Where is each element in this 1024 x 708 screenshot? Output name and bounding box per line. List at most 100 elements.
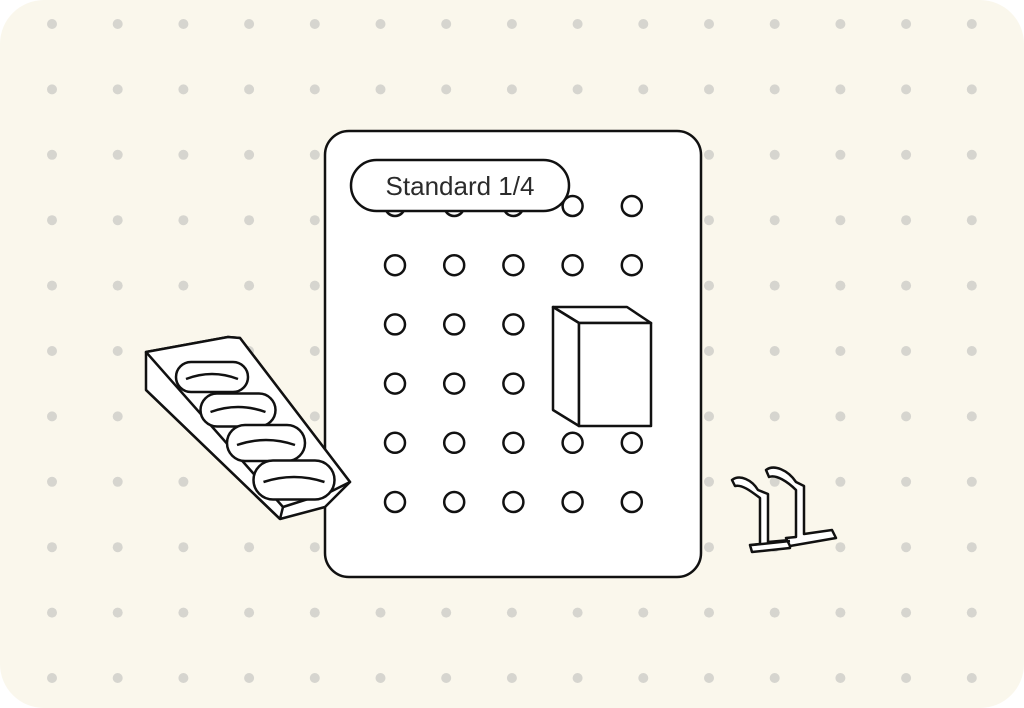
grid-dot	[112, 19, 123, 29]
bin-slot	[225, 423, 307, 463]
grid-dot	[704, 476, 714, 487]
grid-dot	[704, 607, 714, 618]
bin-slot-inner-edge	[236, 438, 296, 447]
grid-dot	[178, 84, 189, 95]
grid-dot	[112, 346, 123, 356]
grid-dot	[178, 19, 189, 29]
pegboard-label: Standard 1/4	[349, 158, 571, 213]
grid-dot	[47, 280, 57, 291]
grid-dot	[835, 84, 846, 95]
grid-dot	[441, 607, 452, 618]
grid-dot	[704, 149, 714, 160]
grid-dot	[835, 280, 846, 291]
grid-dot	[572, 673, 583, 683]
grid-dot	[244, 84, 255, 95]
grid-dot	[966, 607, 977, 618]
grid-dot	[309, 346, 320, 356]
grid-dot	[178, 673, 189, 683]
bin-slot	[199, 392, 277, 428]
grid-dot	[112, 215, 123, 226]
grid-dot	[244, 673, 255, 683]
grid-dot	[901, 280, 912, 291]
peg-hole	[383, 253, 407, 277]
grid-dot	[966, 673, 977, 683]
bin-tray-edge-2	[278, 506, 285, 520]
peg-hole	[442, 431, 466, 455]
bin-slot	[174, 360, 250, 394]
grid-dot	[572, 19, 583, 29]
grid-dot	[47, 149, 57, 160]
peg-hole	[620, 253, 644, 277]
grid-dot	[769, 346, 780, 356]
grid-dot	[769, 476, 780, 487]
peg-hole	[561, 490, 584, 514]
grid-dot	[47, 411, 57, 422]
grid-dot	[47, 607, 57, 618]
cup-holder-box	[551, 305, 653, 428]
peg-hole	[620, 490, 644, 514]
grid-dot	[309, 607, 320, 618]
grid-dot	[506, 607, 517, 618]
grid-dot	[309, 542, 320, 553]
grid-dot	[638, 84, 649, 95]
grid-dot	[375, 607, 386, 618]
grid-dot	[704, 542, 714, 553]
peg-hole	[561, 431, 584, 455]
grid-dot	[638, 19, 649, 29]
grid-dot	[112, 84, 123, 95]
grid-dot	[901, 149, 912, 160]
grid-dot	[835, 19, 846, 29]
grid-dot	[178, 149, 189, 160]
grid-dot	[309, 19, 320, 29]
peg-hole	[502, 313, 525, 336]
peg-hole	[561, 253, 584, 277]
peg-hole	[502, 372, 525, 395]
grid-dot	[835, 607, 846, 618]
peg-hole	[442, 372, 466, 395]
grid-dot	[901, 673, 912, 683]
grid-dot	[112, 607, 123, 618]
hook-left	[730, 476, 792, 554]
grid-dot	[966, 346, 977, 356]
grid-dot	[112, 673, 123, 683]
grid-dot	[638, 673, 649, 683]
grid-dot	[966, 19, 977, 29]
bin-slot-inner-edge	[185, 372, 239, 381]
grid-dot	[769, 215, 780, 226]
grid-dot	[835, 215, 846, 226]
grid-dot	[178, 280, 189, 291]
peg-hole	[442, 490, 466, 514]
cup-holder-front	[577, 321, 653, 428]
grid-dot	[835, 542, 846, 553]
grid-dot	[901, 411, 912, 422]
grid-dot	[835, 346, 846, 356]
grid-dot	[572, 84, 583, 95]
grid-dot	[769, 411, 780, 422]
grid-dot	[112, 149, 123, 160]
grid-dot	[309, 149, 320, 160]
cup-holder-side	[551, 305, 581, 428]
grid-dot	[178, 476, 189, 487]
grid-dot	[966, 215, 977, 226]
grid-dot	[47, 346, 57, 356]
grid-dot	[966, 84, 977, 95]
peg-hole	[383, 313, 407, 336]
peg-hole	[561, 194, 584, 218]
grid-dot	[441, 84, 452, 95]
grid-dot	[769, 280, 780, 291]
grid-dot	[769, 84, 780, 95]
grid-dot	[244, 19, 255, 29]
grid-dot	[178, 215, 189, 226]
grid-dot	[966, 542, 977, 553]
peg-hole	[502, 431, 525, 455]
grid-dot	[506, 84, 517, 95]
grid-dot	[901, 215, 912, 226]
bin-slot-inner-edge	[263, 475, 325, 484]
double-hook	[730, 466, 838, 554]
grid-dot	[966, 411, 977, 422]
grid-dot	[572, 607, 583, 618]
hook-right	[764, 466, 838, 548]
grid-dot	[704, 215, 714, 226]
